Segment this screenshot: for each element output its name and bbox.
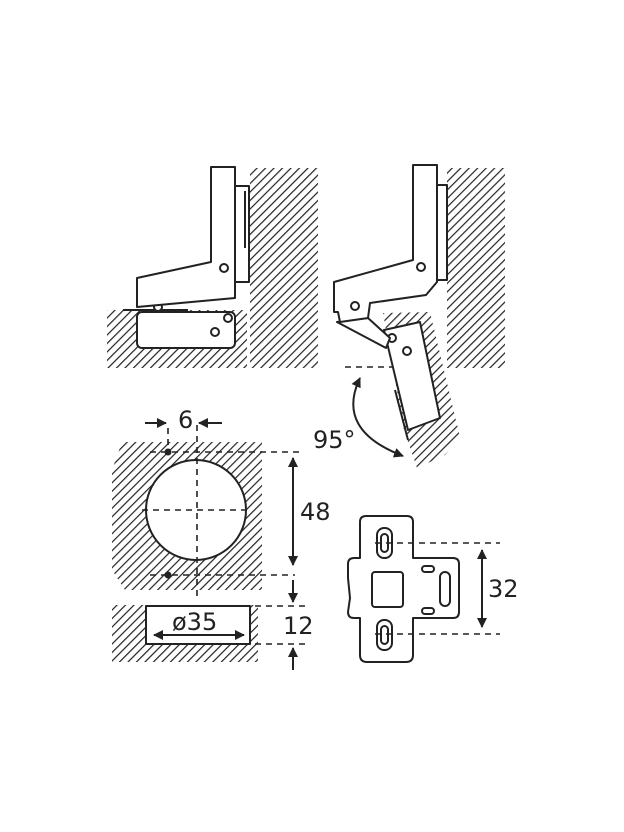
opening-angle-arrow [351,377,404,458]
plate-spacing-label: 32 [488,575,519,603]
cabinet-side-wall [447,168,505,368]
hinge-cup [136,311,236,349]
diameter-label: ø35 [172,608,217,636]
mounting-plate-view: 32 [347,515,519,663]
mounting-plate [234,185,250,283]
open-hinge-view: 95° [313,164,505,468]
height-label: 48 [300,498,331,526]
hinge-arm [136,166,236,308]
cabinet-side-wall [250,168,318,368]
angle-label: 95° [313,426,356,454]
mounting-plate [436,184,448,281]
hinge-arm [333,164,438,323]
closed-hinge-view [107,166,318,368]
depth-label: 12 [283,612,314,640]
drilling-pattern-view: 6 48 ø35 12 [112,406,331,670]
offset-label: 6 [178,406,193,434]
